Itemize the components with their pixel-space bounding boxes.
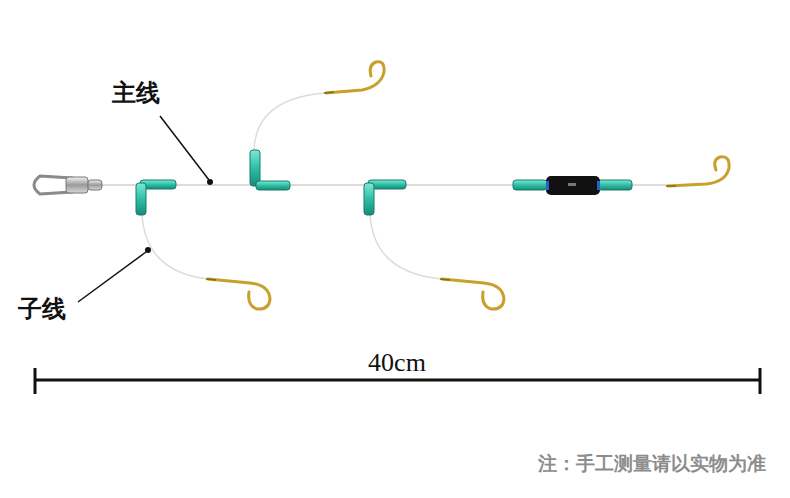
branch-line	[142, 215, 208, 279]
part-label: 主线	[112, 80, 160, 106]
sinker-weight	[546, 176, 600, 195]
leader-line	[78, 116, 213, 302]
dimension-label: 40cm	[368, 349, 426, 378]
hook-eye	[206, 92, 676, 280]
fish-hook	[208, 62, 729, 309]
line-sleeve	[136, 150, 632, 215]
branch-line	[370, 215, 442, 279]
snap-swivel	[34, 176, 102, 194]
branch-line	[254, 93, 326, 150]
part-label: 子线	[18, 296, 66, 322]
note-text: 注：手工测量请以实物为准	[538, 453, 766, 474]
